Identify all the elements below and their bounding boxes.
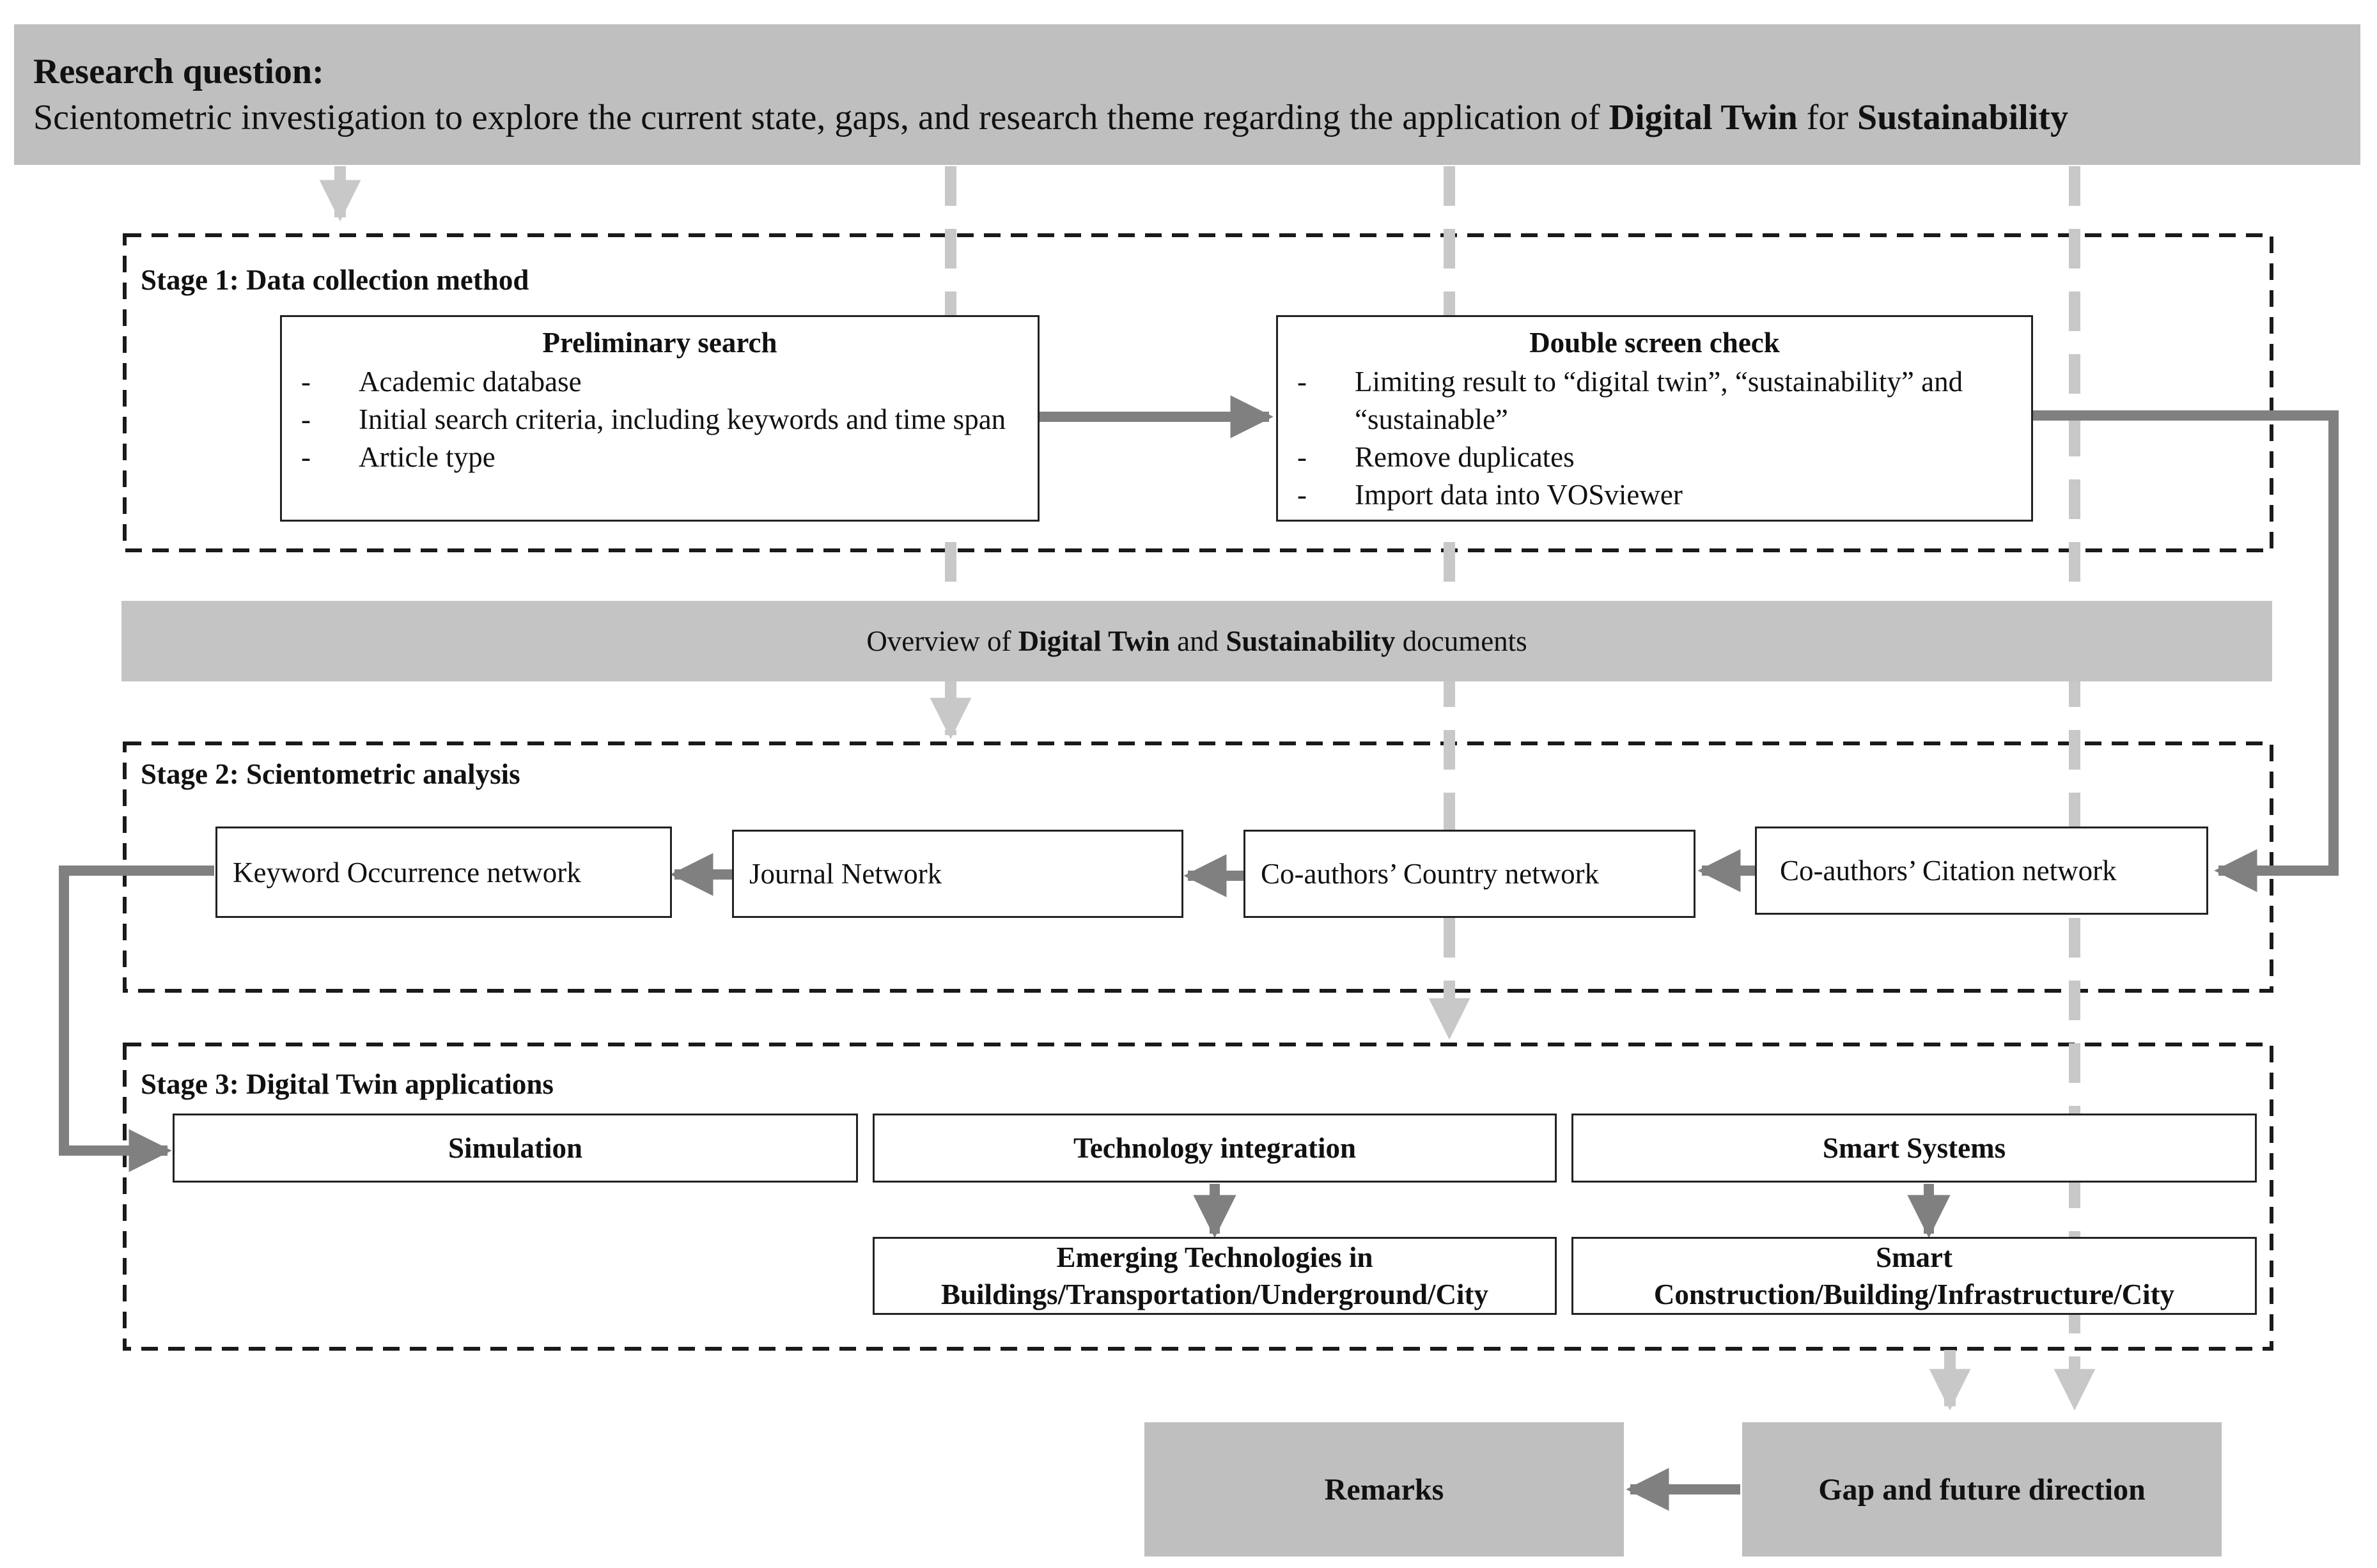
- research-question-title: Research question:: [33, 52, 324, 91]
- journal-network-box: Journal Network: [732, 830, 1183, 918]
- country-network-box: Co-authors’ Country network: [1243, 830, 1695, 918]
- remarks-label: Remarks: [1324, 1472, 1444, 1507]
- emerging-technologies-label: Emerging Technologies in Buildings/Trans…: [875, 1239, 1555, 1313]
- research-question-text: Scientometric investigation to explore t…: [33, 97, 2068, 138]
- emerging-line-1: Emerging Technologies in: [1056, 1241, 1373, 1273]
- stage3-title: Stage 3: Digital Twin applications: [141, 1068, 554, 1100]
- rq-sustainability: Sustainability: [1857, 98, 2068, 137]
- list-item: -Remove duplicates: [1297, 441, 1575, 473]
- stage1-frame: [123, 233, 2273, 552]
- stage3-frame: [123, 1043, 2273, 1351]
- technology-integration-label: Technology integration: [1073, 1132, 1357, 1164]
- overview-before: Overview of: [866, 625, 1018, 657]
- list-item: -Initial search criteria, including keyw…: [301, 403, 1006, 435]
- smart-construction-label: Smart Construction/Building/Infrastructu…: [1573, 1239, 2255, 1313]
- emerging-line-2: Buildings/Transportation/Underground/Cit…: [940, 1278, 1489, 1310]
- smart-construction-box: Smart Construction/Building/Infrastructu…: [1571, 1237, 2257, 1315]
- gap-future-direction-label: Gap and future direction: [1818, 1472, 2146, 1507]
- smart-line-1: Smart: [1876, 1241, 1952, 1273]
- arrow-double-to-citation: [2033, 410, 2339, 892]
- list-item: -Article type: [301, 441, 495, 473]
- technology-integration-box: Technology integration: [873, 1114, 1557, 1183]
- overview-bar: Overview of Digital Twin and Sustainabil…: [121, 601, 2272, 681]
- research-question-banner: [14, 24, 2360, 165]
- keyword-occurrence-network-label: Keyword Occurrence network: [233, 856, 581, 889]
- double-screen-check-title: Double screen check: [1529, 327, 1780, 359]
- rq-text-before: Scientometric investigation to explore t…: [33, 98, 1609, 137]
- remarks-box: Remarks: [1144, 1422, 1624, 1556]
- overview-after: documents: [1395, 625, 1527, 657]
- citation-network-label: Co-authors’ Citation network: [1780, 855, 2117, 887]
- emerging-technologies-box: Emerging Technologies in Buildings/Trans…: [873, 1237, 1557, 1315]
- smart-systems-box: Smart Systems: [1571, 1114, 2257, 1183]
- citation-network-box: Co-authors’ Citation network: [1755, 827, 2208, 915]
- overview-middle: and: [1169, 625, 1226, 657]
- preliminary-search-box: Preliminary search -Academic database -I…: [280, 315, 1040, 522]
- rq-text-middle: for: [1797, 98, 1858, 137]
- overview-sustainability: Sustainability: [1226, 625, 1396, 657]
- keyword-occurrence-network-box: Keyword Occurrence network: [215, 827, 672, 918]
- double-screen-check-box: Double screen check -Limiting result to …: [1276, 315, 2033, 522]
- rq-digital-twin: Digital Twin: [1609, 98, 1798, 137]
- journal-network-label: Journal Network: [749, 858, 942, 890]
- simulation-label: Simulation: [448, 1132, 583, 1164]
- simulation-box: Simulation: [173, 1114, 858, 1183]
- list-item: -Limiting result to “digital twin”, “sus…: [1297, 366, 1963, 435]
- preliminary-search-title: Preliminary search: [542, 327, 777, 359]
- list-item: -Import data into VOSviewer: [1297, 479, 1683, 511]
- gap-future-direction-box: Gap and future direction: [1742, 1422, 2222, 1556]
- preliminary-search-list: -Academic database -Initial search crite…: [301, 363, 1025, 476]
- stage2-title: Stage 2: Scientometric analysis: [141, 758, 520, 790]
- smart-line-2: Construction/Building/Infrastructure/Cit…: [1653, 1278, 2175, 1310]
- overview-digital-twin: Digital Twin: [1018, 625, 1170, 657]
- list-item: -Academic database: [301, 366, 582, 398]
- country-network-label: Co-authors’ Country network: [1261, 858, 1600, 890]
- stage1-title: Stage 1: Data collection method: [141, 264, 529, 296]
- smart-systems-label: Smart Systems: [1822, 1132, 2006, 1164]
- double-screen-check-list: -Limiting result to “digital twin”, “sus…: [1297, 363, 2018, 514]
- arrow-keyword-to-simulation: [59, 866, 214, 1172]
